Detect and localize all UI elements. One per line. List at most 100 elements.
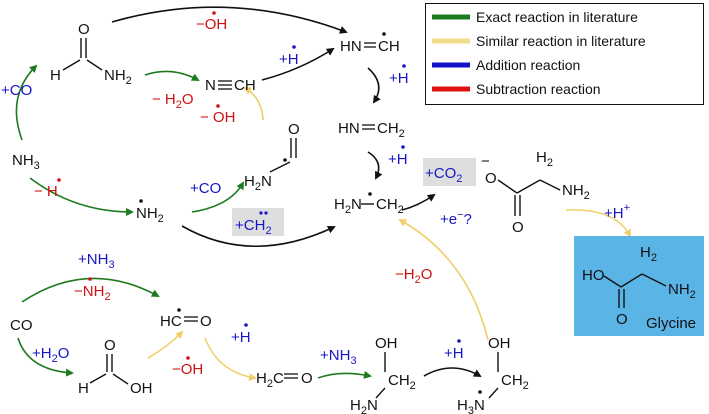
carboxylate-cn-bond xyxy=(539,179,561,191)
formamide-o: O xyxy=(78,21,90,38)
arrow-carboxylate-to-glycine xyxy=(565,209,631,238)
label-plus-nh3-1: +NH3 xyxy=(78,251,115,271)
arrow-formamide-to-imine xyxy=(111,6,348,34)
arrow-formic-to-hco xyxy=(147,330,184,359)
legend: Exact reaction in literature Similar rea… xyxy=(425,3,704,105)
arrow-nh2-to-carbamoyl xyxy=(191,181,244,213)
species-nh2-radical: NH2 xyxy=(136,205,164,225)
label-minus-oh-3: −OH xyxy=(172,361,203,378)
label-plus-e: +e−? xyxy=(440,209,472,228)
aminomethanol-molecule: OH CH2 H2N xyxy=(350,335,416,414)
radical-dot xyxy=(216,104,220,108)
hco-radical-molecule: HC O xyxy=(160,308,212,330)
radical-dot xyxy=(57,178,61,182)
arrow-aminomethanol-to-radical xyxy=(423,367,482,377)
imine-radical-hn: HN xyxy=(340,38,362,55)
carbamoyl-o: O xyxy=(288,121,300,138)
radical-dot xyxy=(401,145,405,149)
radical-dot xyxy=(186,356,190,360)
glycine-ho: HO xyxy=(582,267,605,284)
glycine-box-background xyxy=(574,236,704,336)
formic-hc-bond xyxy=(89,373,107,384)
imine-radical-molecule: HN CH xyxy=(340,32,400,55)
arrow-carbamoyl-to-hcn xyxy=(243,86,264,121)
formamide-nh2: NH2 xyxy=(104,67,132,87)
carboxylate-nh2: NH2 xyxy=(562,182,590,202)
formamide-cn-bond xyxy=(86,59,103,71)
carboxylate-oc-bond xyxy=(497,179,518,194)
label-plus-co-2: +CO xyxy=(190,180,221,197)
carboxylate-o-single: O xyxy=(485,170,497,187)
aminomethanol-ch2: CH2 xyxy=(388,372,416,392)
arrow-nh2-to-aminomethyl xyxy=(181,225,336,247)
radical-dot xyxy=(283,158,287,162)
aminomethyl-molecule: H2N CH2 xyxy=(334,192,404,216)
formic-acid-molecule: O H OH xyxy=(78,337,153,397)
carboxylate-h2: H2 xyxy=(536,149,553,169)
radical-dot xyxy=(292,45,296,49)
formaldehyde-molecule: H2C O xyxy=(256,370,313,390)
methanimine-ch2: CH2 xyxy=(377,120,405,140)
radical-cn-bond xyxy=(488,387,499,399)
aminomethanol-oh: OH xyxy=(375,335,398,352)
label-plus-ch2: +CH2 xyxy=(235,217,272,237)
legend-item-addition: Addition reaction xyxy=(432,57,580,73)
carbamoyl-molecule: O H2N xyxy=(244,121,300,193)
radical-dot xyxy=(478,390,482,394)
arrow-nh3-to-nh2 xyxy=(29,177,134,216)
hco-hc: HC xyxy=(160,313,182,330)
glycine-o: O xyxy=(616,311,628,328)
formic-oh: OH xyxy=(130,380,153,397)
carboxylate-o-double: O xyxy=(512,219,524,236)
aminomethanol-cn-bond xyxy=(375,387,386,399)
formamide-hc-bond xyxy=(62,59,81,71)
label-minus-oh-2: − OH xyxy=(200,109,235,126)
glycine-nh2: NH2 xyxy=(668,281,696,301)
label-minus-nh2: −NH2 xyxy=(74,283,111,303)
hcn-ch: CH xyxy=(234,77,256,94)
label-minus-h: − H xyxy=(34,183,58,200)
arrow-formamide-to-hcn xyxy=(144,70,200,81)
radical-oh: OH xyxy=(488,335,511,352)
aminomethyl-ch2: CH2 xyxy=(376,196,404,216)
arrow-aminoradical-to-aminomethyl xyxy=(398,219,489,341)
label-plus-h-4: +H xyxy=(231,329,251,346)
label-plus-co2: +CO2 xyxy=(425,165,462,185)
radical-dot xyxy=(382,32,386,36)
radical-dot xyxy=(259,211,263,215)
formic-o: O xyxy=(104,337,116,354)
formaldehyde-h2c: H2C xyxy=(256,370,284,390)
co2-label-box xyxy=(423,158,476,186)
label-minus-h2o-2: −H2O xyxy=(395,266,432,286)
formic-h: H xyxy=(78,380,89,397)
label-plus-h-5: +H xyxy=(444,345,464,362)
radical-h3n: H3N xyxy=(457,397,485,414)
glycine-box: HO O H2 NH2 Glycine xyxy=(574,236,704,336)
formic-coh-bond xyxy=(112,373,129,385)
label-plus-hplus: +H+ xyxy=(604,202,630,222)
label-plus-nh3-2: +NH3 xyxy=(320,347,357,367)
arrow-hcn-to-imine xyxy=(261,47,335,81)
legend-label-exact: Exact reaction in literature xyxy=(476,9,638,25)
carboxylate-molecule: − O O H2 NH2 xyxy=(481,149,590,236)
arrow-imine-to-methanimine xyxy=(367,67,381,104)
legend-item-subtraction: Subtraction reaction xyxy=(432,81,601,97)
radical-dot xyxy=(244,323,248,327)
arrow-methanimine-to-aminomethyl xyxy=(367,151,383,180)
radical-dot xyxy=(457,339,461,343)
arrow-nh3-to-formamide xyxy=(15,64,38,141)
label-plus-h-3: +H xyxy=(388,151,408,168)
radical-dot xyxy=(139,199,143,203)
species-nh3: NH3 xyxy=(12,152,40,172)
radical-dot xyxy=(264,211,268,215)
legend-label-addition: Addition reaction xyxy=(476,57,580,73)
formaldehyde-o: O xyxy=(301,370,313,387)
aminomethanol-h2n: H2N xyxy=(350,397,378,414)
glycine-cc-bond xyxy=(620,273,643,288)
arrow-hco-to-formaldehyde xyxy=(204,337,257,381)
species-co: CO xyxy=(10,317,33,334)
legend-label-subtraction: Subtraction reaction xyxy=(476,81,601,97)
legend-label-similar: Similar reaction in literature xyxy=(476,33,646,49)
